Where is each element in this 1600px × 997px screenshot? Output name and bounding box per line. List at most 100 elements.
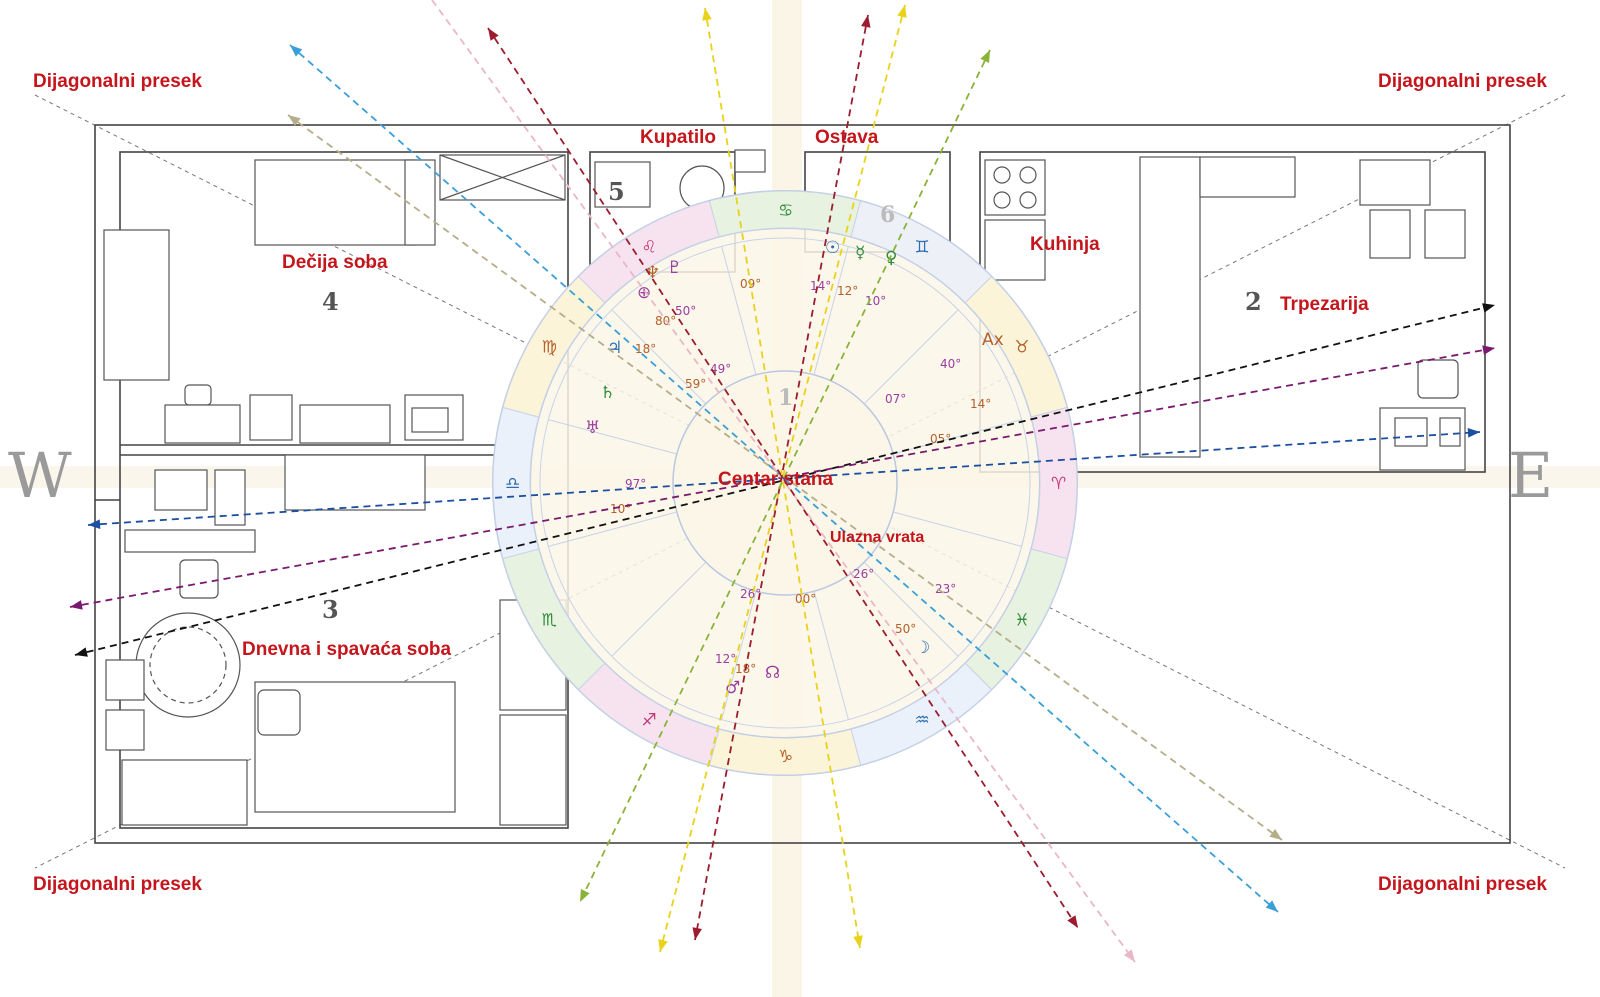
ascendant-label: Ax	[982, 330, 1004, 350]
axis-arrow	[69, 345, 1496, 610]
arrow-head	[70, 600, 83, 610]
arrow-head	[658, 939, 668, 952]
house-cusp	[813, 246, 849, 375]
sign-glyph: ♏	[542, 611, 557, 631]
planet-glyph: ♆	[645, 263, 660, 283]
room-label-entrance: Ulazna vrata	[830, 529, 924, 546]
dining-chair-2	[1369, 209, 1411, 259]
dining-chair-3	[1424, 209, 1466, 259]
zodiac-ring-sectors	[492, 190, 1078, 776]
axis-arrow	[579, 49, 991, 903]
degree-mark: 59°	[685, 377, 706, 391]
planet-glyph: ☊	[765, 663, 780, 683]
planet-glyph: ♃	[607, 338, 622, 358]
degree-mark: 07°	[885, 392, 906, 406]
axis-arrow	[87, 427, 1481, 530]
axis-line	[289, 44, 1279, 913]
axis-line	[69, 347, 1496, 608]
degree-mark: 14°	[810, 279, 831, 293]
arrow-head	[75, 647, 88, 657]
arrow-head	[1467, 427, 1480, 438]
degree-mark: 26°	[853, 567, 874, 581]
sign-glyph: ♐	[642, 710, 657, 730]
axis-line	[74, 304, 1496, 656]
dining-chair	[1359, 159, 1431, 206]
arrow-head	[897, 5, 907, 18]
monitor	[154, 469, 208, 511]
house-cusp	[863, 561, 959, 657]
sign-glyph: ♑	[778, 747, 793, 767]
degree-mark: 14°	[970, 397, 991, 411]
planet-glyph: ⊕	[637, 283, 651, 303]
arrow-head	[580, 889, 590, 902]
arrow-head	[853, 935, 863, 948]
center-label: Centar stana	[718, 469, 834, 490]
zone-number-3: 3	[322, 595, 339, 624]
chart-inner-disc	[672, 370, 898, 596]
axis-line	[694, 14, 869, 941]
axis-arrow	[702, 7, 863, 949]
arrow-head	[88, 519, 101, 530]
degree-mark: 26°	[740, 587, 761, 601]
axis-line	[431, 0, 1136, 963]
house-cusp	[813, 591, 849, 720]
degree-mark: 12°	[837, 284, 858, 298]
axis-arrow	[289, 44, 1279, 913]
degree-mark: 40°	[940, 357, 961, 371]
ring-sector	[577, 200, 720, 304]
arrow-head	[861, 15, 871, 28]
house-cusp	[548, 511, 677, 547]
house-cusp	[611, 561, 707, 657]
house-cusp	[721, 246, 757, 375]
arrow-head	[1123, 949, 1135, 962]
arrow-head	[1269, 828, 1282, 840]
sign-glyph: ♉	[1014, 338, 1029, 358]
room-label-kitchen: Kuhinja	[1030, 234, 1100, 255]
zone-number-4: 4	[322, 287, 339, 316]
arrow-head	[288, 115, 301, 127]
degree-mark: 23°	[935, 582, 956, 596]
sign-glyph: ♈	[1051, 474, 1066, 494]
house-cusp	[611, 309, 707, 405]
planet-glyph: ☽	[915, 638, 930, 658]
astro-chart: ♋♊♉♈♓♒♑♐♏♎♍♌ ♇♆⊕♃♄♅☉☿♀♂☊☽ 09°14°12°10°80…	[492, 190, 1078, 776]
diagonal-label-bottom-right: Dijagonalni presek	[1378, 874, 1547, 895]
axis-line	[704, 7, 861, 949]
diagonal-label-bottom-left: Dijagonalni presek	[33, 874, 202, 895]
sign-glyph: ♎	[505, 474, 520, 494]
planet-glyph: ♀	[885, 248, 897, 268]
planet-glyph: ♅	[585, 418, 600, 438]
cardinal-east: E	[1508, 439, 1553, 512]
sign-glyph: ♓	[1014, 611, 1029, 631]
arrow-head	[1067, 915, 1078, 928]
counter	[1139, 156, 1201, 458]
house-cusp	[863, 309, 959, 405]
axis-arrow	[431, 0, 1136, 963]
axis-arrow	[692, 14, 871, 941]
room-labels: Kupatilo Ostava Kuhinja Trpezarija Dečij…	[242, 127, 1369, 660]
degree-mark: 12°	[715, 652, 736, 666]
wardrobe	[103, 229, 170, 381]
zone-number-1: 1	[778, 385, 793, 411]
zone-number-6: 6	[880, 202, 895, 228]
degree-mark: 10°	[610, 502, 631, 516]
planet-glyph: ♄	[600, 383, 615, 403]
planet-glyph: ☿	[855, 243, 865, 263]
round-table	[135, 612, 241, 718]
zone-number-5: 5	[608, 177, 625, 206]
direction-axes	[69, 0, 1496, 963]
degree-mark: 50°	[675, 304, 696, 318]
planet-glyph: ☉	[825, 238, 840, 258]
zone-number-2: 2	[1245, 287, 1262, 316]
room-label-bathroom: Kupatilo	[640, 127, 716, 148]
house-cusp	[893, 511, 1022, 547]
axis-arrow	[658, 4, 907, 953]
arrow-head	[702, 8, 712, 21]
stove	[984, 159, 1046, 216]
axis-line	[87, 431, 1481, 526]
room-label-kids: Dečija soba	[282, 252, 388, 273]
cardinal-west: W	[8, 439, 72, 512]
planet-glyph: ♇	[667, 258, 682, 278]
degree-mark: 49°	[710, 362, 731, 376]
